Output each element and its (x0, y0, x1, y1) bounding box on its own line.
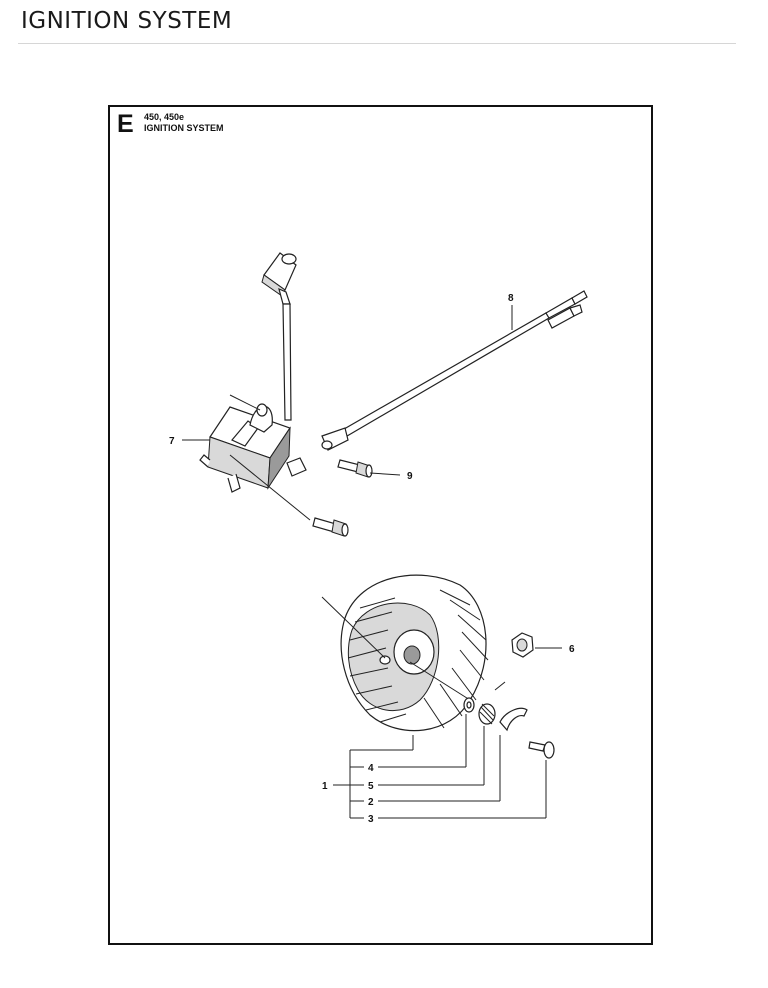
starter-pawl (499, 707, 528, 732)
pawl-spring (478, 681, 506, 725)
section-letter: E (117, 110, 134, 138)
ignition-lead (286, 290, 588, 477)
washer (463, 697, 475, 713)
ignition-module (199, 403, 291, 493)
callout-2: 2 (368, 797, 374, 808)
model-list: 450, 450e (144, 112, 185, 122)
diagram-frame (108, 105, 653, 945)
callout-1: 1 (322, 781, 328, 792)
flywheel-nut (511, 632, 534, 658)
callout-6: 6 (569, 644, 575, 655)
callout-9: 9 (407, 471, 413, 482)
module-screw-lower (312, 517, 349, 537)
module-screw-upper (337, 459, 373, 478)
callout-5: 5 (368, 781, 374, 792)
callout-4: 4 (368, 763, 374, 774)
callout-leaders (182, 305, 562, 819)
pawl-screw (528, 741, 555, 759)
flywheel (340, 574, 489, 732)
callout-8: 8 (508, 293, 514, 304)
callout-3: 3 (368, 814, 374, 825)
high-tension-cable (282, 303, 292, 421)
spark-plug-boot (261, 252, 297, 305)
page-title: IGNITION SYSTEM (21, 8, 233, 34)
callout-7: 7 (169, 436, 175, 447)
section-name: IGNITION SYSTEM (144, 123, 224, 133)
title-divider (18, 43, 736, 44)
